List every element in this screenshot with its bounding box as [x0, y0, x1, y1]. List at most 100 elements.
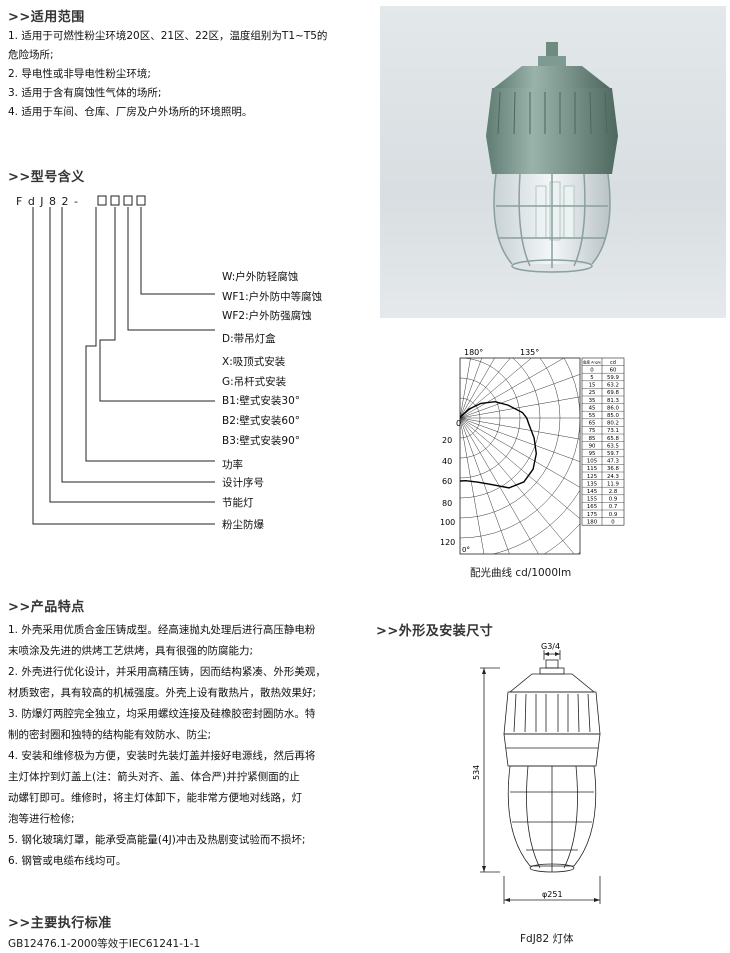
- model-label-b3: B3:壁式安装90°: [222, 435, 301, 447]
- polar-label-zero: 0: [456, 419, 461, 428]
- polar-spoke: [460, 374, 580, 419]
- polar-table-value: 80.2: [607, 421, 619, 427]
- polar-table-angle: 25: [589, 390, 596, 396]
- model-label-x: X:吸顶式安装: [222, 356, 286, 368]
- list-item: 2. 导电性或非导电性粉尘环境;: [8, 68, 151, 80]
- polar-table-angle: 45: [589, 405, 596, 411]
- scope-heading: >>适用范围: [8, 10, 85, 25]
- polar-spoke: [460, 396, 580, 419]
- polar-table-angle: 35: [589, 398, 596, 404]
- dim-diameter-label: φ251: [542, 890, 563, 899]
- list-item: 末喷涂及先进的烘烤工艺烘烤，具有很强的防腐能力;: [8, 645, 254, 657]
- code-box: [97, 195, 107, 206]
- polar-table-value: 47.3: [607, 459, 619, 465]
- dim-thread-label: G3/4: [541, 642, 560, 651]
- list-item: 动螺钉即可。维修时，将主灯体卸下，能非常方便地对线路，灯: [8, 792, 302, 804]
- polar-table-angle: 5: [590, 375, 593, 381]
- features-heading: >>产品特点: [8, 600, 85, 615]
- model-label-energy: 节能灯: [222, 497, 254, 509]
- polar-spoke: [460, 417, 510, 554]
- polar-spoke: [460, 358, 532, 419]
- polar-table-angle: 175: [587, 512, 597, 518]
- list-item: 6. 钢管或电缆布线均可。: [8, 855, 127, 867]
- features-list: 1. 外壳采用优质合金压铸成型。经高速抛丸处理后进行高压静电粉 末喷涂及先进的烘…: [8, 620, 326, 872]
- model-label-dust: 粉尘防爆: [222, 519, 264, 531]
- polar-table-angle: 75: [589, 428, 596, 434]
- product-photo: [380, 6, 726, 318]
- list-item: 1. 适用于可燃性粉尘环境20区、21区、22区，温度组别为T1~T5的: [8, 30, 328, 42]
- polar-table-angle: 55: [589, 413, 596, 419]
- polar-spoke: [460, 358, 495, 419]
- polar-table-angle: 15: [589, 383, 596, 389]
- list-item: 5. 钢化玻璃灯罩，能承受高能量(4J)冲击及热剧变试验而不损坏;: [8, 834, 306, 846]
- polar-spoke: [460, 358, 483, 419]
- polar-table-angle: 65: [589, 421, 596, 427]
- polar-spoke: [460, 417, 575, 554]
- polar-table-value: 63.5: [607, 443, 619, 449]
- list-item: 4. 适用于车间、仓库、厂房及户外场所的环境照明。: [8, 106, 253, 118]
- code-box: [136, 195, 146, 206]
- list-item: 危险场所;: [8, 49, 54, 61]
- standard-heading: >>主要执行标准: [8, 916, 112, 931]
- polar-table-value: 60: [610, 367, 617, 373]
- model-label-wf2: WF2:户外防强腐蚀: [222, 310, 312, 322]
- list-item: 泡等进行检修;: [8, 813, 75, 825]
- polar-caption: 配光曲线 cd/1000lm: [470, 567, 572, 579]
- model-label-d: D:带吊灯盒: [222, 333, 276, 345]
- polar-radial-label: 100: [440, 518, 455, 527]
- standard-text: GB12476.1-2000等效于IEC61241-1-1: [8, 938, 201, 950]
- dims-heading: >>外形及安装尺寸: [376, 624, 494, 639]
- list-item: 主灯体拧到灯盖上(注：箭头对齐、盖、体合严)并拧紧侧面的止: [8, 771, 300, 783]
- polar-spoke: [460, 358, 471, 419]
- polar-table-head: cd: [610, 360, 616, 366]
- polar-table-value: 0: [611, 519, 615, 525]
- model-heading: >>型号含义: [8, 170, 85, 185]
- polar-radial-label: 80: [442, 499, 452, 508]
- polar-spoke: [460, 417, 580, 520]
- polar-table-angle: 105: [587, 459, 597, 465]
- polar-label-bottom: 0°: [462, 546, 470, 554]
- polar-table-angle: 125: [587, 474, 597, 480]
- dimension-drawing: G3/4 534 φ251: [472, 642, 601, 904]
- polar-table-value: 0.9: [609, 512, 618, 518]
- list-item: 4. 安装和维修极为方便，安装时先装灯盖并接好电源线，然后再将: [8, 750, 316, 762]
- code-box: [123, 195, 133, 206]
- model-label-series: 设计序号: [222, 477, 264, 489]
- polar-chart: 180° 135° 0 20 40 60 80 100 120 0° 角度 An…: [440, 348, 625, 555]
- list-item: 1. 外壳采用优质合金压铸成型。经高速抛丸处理后进行高压静电粉: [8, 624, 316, 636]
- polar-table-angle: 180: [587, 519, 598, 525]
- model-label-wf1: WF1:户外防中等腐蚀: [222, 291, 323, 303]
- list-item: 3. 适用于含有腐蚀性气体的场所;: [8, 87, 162, 99]
- polar-table-angle: 165: [587, 504, 597, 510]
- polar-table-angle: 85: [589, 436, 596, 442]
- polar-radial-label: 20: [442, 436, 452, 445]
- polar-table-angle: 115: [587, 466, 597, 472]
- polar-table-value: 11.9: [607, 481, 620, 487]
- scope-list: 1. 适用于可燃性粉尘环境20区、21区、22区，温度组别为T1~T5的 危险场…: [8, 27, 327, 122]
- polar-spoke: [460, 417, 580, 440]
- list-item: 制的密封圈和独特的结构能有效防水、防尘;: [8, 729, 212, 741]
- polar-table-head: 角度 Angle: [583, 360, 601, 365]
- model-label-power: 功率: [222, 459, 243, 471]
- list-item: 2. 外壳进行优化设计，并采用高精压铸，因而结构紧凑、外形美观，: [8, 666, 326, 678]
- polar-table-value: 59.7: [607, 451, 619, 457]
- polar-table-value: 86.0: [607, 405, 620, 411]
- dims-caption: FdJ82 灯体: [520, 933, 574, 945]
- polar-table-angle: 0: [590, 367, 594, 373]
- polar-radial-label: 40: [442, 457, 452, 466]
- model-label-g: G:吊杆式安装: [222, 376, 287, 388]
- polar-radial-label: 120: [440, 538, 455, 547]
- polar-radial-label: 60: [442, 477, 452, 486]
- model-code: F d J 8 2 -: [16, 195, 80, 208]
- polar-table-angle: 90: [589, 443, 596, 449]
- polar-curve: [460, 400, 538, 489]
- polar-label-180: 180°: [464, 348, 483, 357]
- polar-spoke: [460, 417, 580, 488]
- model-label-b1: B1:壁式安装30°: [222, 395, 301, 407]
- polar-spoke: [460, 358, 511, 419]
- list-item: 材质致密，具有较高的机械强度。外壳上设有散热片，散热效果好;: [8, 687, 317, 699]
- polar-frame: [459, 357, 581, 555]
- polar-table-value: 73.1: [607, 428, 619, 434]
- polar-spoke: [460, 417, 539, 554]
